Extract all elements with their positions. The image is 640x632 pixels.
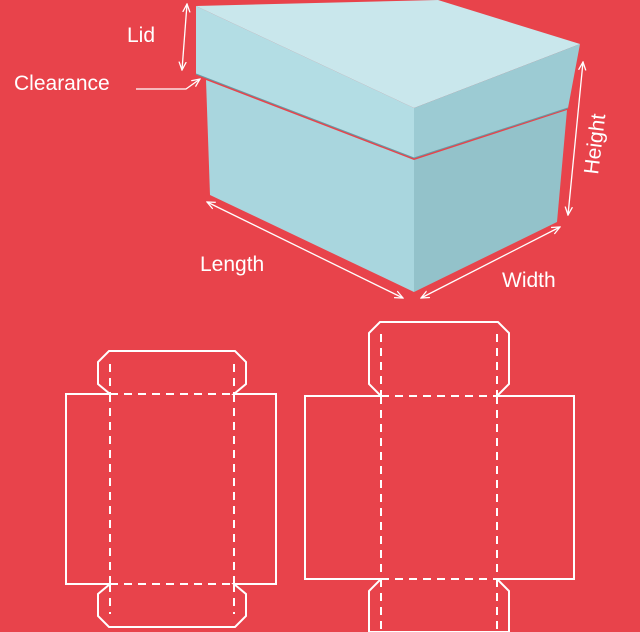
box-lid-net-cut-outline: [304, 321, 575, 632]
label-width: Width: [502, 269, 556, 292]
box-base-net-cut-outline: [65, 350, 277, 628]
label-lid: Lid: [127, 24, 155, 47]
clearance-pointer-arrow: [136, 79, 200, 90]
label-length: Length: [200, 253, 264, 276]
lid-dimension-arrow: [182, 4, 187, 70]
length-dimension-arrow: [207, 202, 403, 298]
box-lid-front-face: [196, 6, 414, 158]
box-illustration: [195, 0, 580, 292]
box-lid-top-face: [196, 0, 580, 108]
box-lid-edge: [195, 73, 569, 159]
box-lid-side-face: [414, 44, 580, 158]
dimension-lines: [136, 4, 583, 298]
label-clearance: Clearance: [14, 72, 110, 95]
box-base-net: [65, 350, 277, 628]
label-height: Height: [580, 112, 610, 175]
height-dimension-arrow: [568, 62, 583, 215]
width-dimension-arrow: [421, 227, 560, 298]
box-lid-net: [304, 321, 575, 632]
